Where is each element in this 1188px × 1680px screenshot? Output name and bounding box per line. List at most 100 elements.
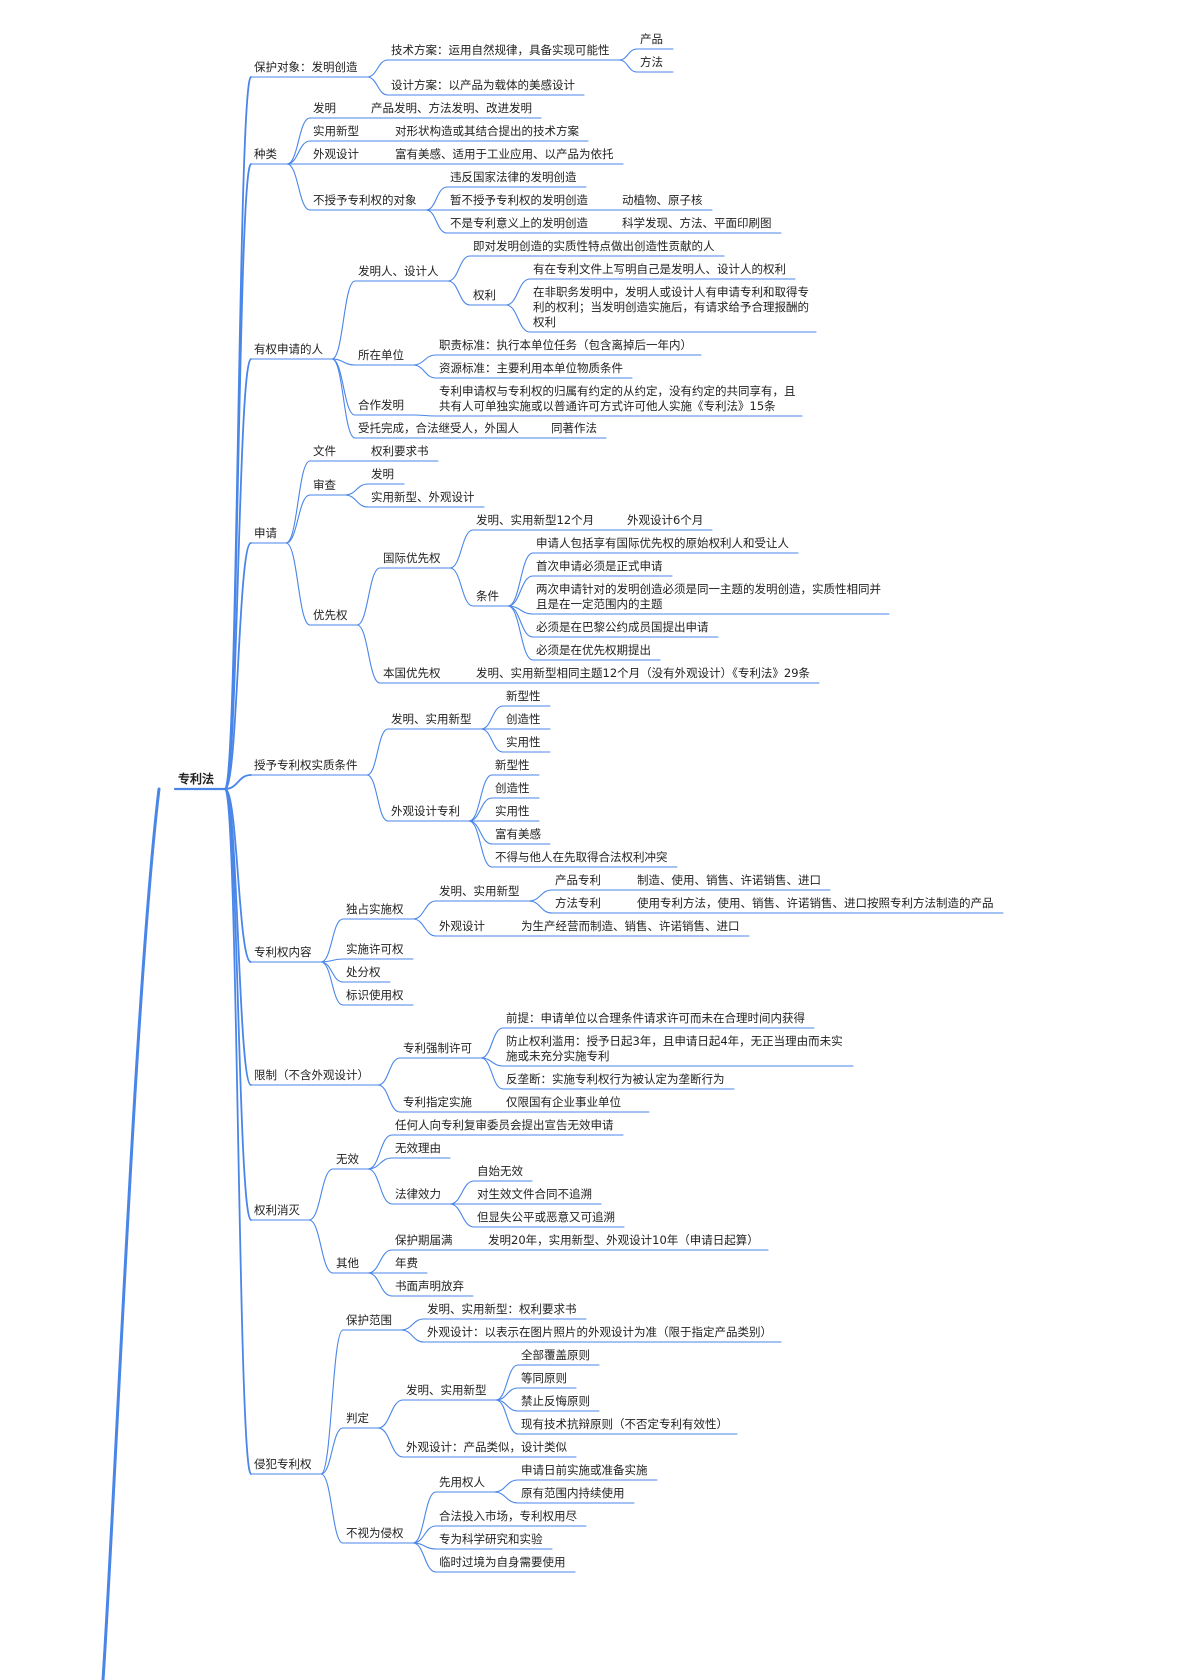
mind-map-node[interactable]: 原有范围内持续使用 xyxy=(521,1486,625,1500)
mind-map-node[interactable]: 必须是在优先权期提出 xyxy=(536,643,651,657)
mind-map-node[interactable]: 受托完成，合法继受人，外国人 xyxy=(358,421,519,435)
mind-map-node[interactable]: 技术方案：运用自然规律，具备实现可能性 xyxy=(391,43,610,57)
mind-map-node[interactable]: 侵犯专利权 xyxy=(254,1457,312,1471)
mind-map-node[interactable]: 新型性 xyxy=(495,758,530,772)
mind-map-node[interactable]: 同著作法 xyxy=(551,421,597,435)
mind-map-node[interactable]: 有在专利文件上写明自己是发明人、设计人的权利 xyxy=(533,262,786,276)
mind-map-node[interactable]: 外观设计：以表示在图片照片的外观设计为准（限于指定产品类别） xyxy=(427,1325,772,1339)
mind-map-node[interactable]: 为生产经营而制造、销售、许诺销售、进口 xyxy=(521,919,740,933)
mind-map-node[interactable]: 审查 xyxy=(313,478,336,492)
mind-map-node[interactable]: 产品 xyxy=(640,32,663,46)
mind-map-node[interactable]: 保护范围 xyxy=(346,1313,392,1327)
mind-map-node[interactable]: 使用专利方法，使用、销售、许诺销售、进口按照专利方法制造的产品 xyxy=(637,896,994,910)
mind-map-node[interactable]: 专为科学研究和实验 xyxy=(439,1532,543,1546)
mind-map-node[interactable]: 发明、实用新型 xyxy=(406,1383,487,1397)
mind-map-node[interactable]: 违反国家法律的发明创造 xyxy=(450,170,577,184)
mind-map-node[interactable]: 即对发明创造的实质性特点做出创造性贡献的人 xyxy=(473,239,715,253)
mind-map-node[interactable]: 防止权利滥用：授予日起3年，且申请日起4年，无正当理由而未实施或未充分实施专利 xyxy=(506,1034,843,1063)
mind-map-node[interactable]: 年费 xyxy=(395,1256,418,1270)
mind-map-node[interactable]: 首次申请必须是正式申请 xyxy=(536,559,663,573)
mind-map-node[interactable]: 资源标准：主要利用本单位物质条件 xyxy=(439,361,623,375)
mind-map-node[interactable]: 国际优先权 xyxy=(383,551,441,565)
mind-map-node[interactable]: 外观设计专利 xyxy=(391,804,460,818)
mind-map-node[interactable]: 独占实施权 xyxy=(346,902,404,916)
mind-map-node[interactable]: 专利指定实施 xyxy=(403,1095,472,1109)
mind-map-node[interactable]: 外观设计：产品类似，设计类似 xyxy=(406,1440,567,1454)
mind-map-node[interactable]: 无效理由 xyxy=(395,1141,441,1155)
mind-map-node[interactable]: 全部覆盖原则 xyxy=(521,1348,590,1362)
mind-map-node[interactable]: 两次申请针对的发明创造必须是同一主题的发明创造，实质性相同并且是在一定范围内的主… xyxy=(536,582,881,611)
mind-map-node[interactable]: 权利消灭 xyxy=(254,1203,300,1217)
mind-map-node[interactable]: 先用权人 xyxy=(439,1475,485,1489)
mind-map-node[interactable]: 保护对象：发明创造 xyxy=(254,60,358,74)
mind-map-node[interactable]: 仅限国有企业事业单位 xyxy=(506,1095,621,1109)
mind-map-node[interactable]: 判定 xyxy=(346,1411,369,1425)
mind-map-node[interactable]: 实用新型 xyxy=(313,124,359,138)
mind-map-node[interactable]: 新型性 xyxy=(506,689,541,703)
mind-map-node[interactable]: 专利权内容 xyxy=(254,945,312,959)
mind-map-node[interactable]: 文件 xyxy=(313,444,336,458)
mind-map-node[interactable]: 动植物、原子核 xyxy=(622,193,703,207)
mind-map-node[interactable]: 发明、实用新型 xyxy=(439,884,520,898)
mind-map-node[interactable]: 对生效文件合同不追溯 xyxy=(477,1187,592,1201)
mind-map-node[interactable]: 富有美感 xyxy=(495,827,541,841)
mind-map-node[interactable]: 无效 xyxy=(336,1152,359,1166)
mind-map-node[interactable]: 不视为侵权 xyxy=(346,1526,404,1540)
mind-map-node[interactable]: 权利要求书 xyxy=(371,444,429,458)
mind-map-node[interactable]: 申请人包括享有国际优先权的原始权利人和受让人 xyxy=(536,536,789,550)
mind-map-node[interactable]: 必须是在巴黎公约成员国提出申请 xyxy=(536,620,709,634)
mind-map-node[interactable]: 方法 xyxy=(640,55,663,69)
mind-map-node[interactable]: 不得与他人在先取得合法权利冲突 xyxy=(495,850,668,864)
mind-map-node[interactable]: 创造性 xyxy=(506,712,541,726)
mind-map-node[interactable]: 有权申请的人 xyxy=(254,342,323,356)
mind-map-node[interactable]: 外观设计6个月 xyxy=(627,513,704,527)
mind-map-node[interactable]: 设计方案：以产品为载体的美感设计 xyxy=(391,78,575,92)
root-node[interactable]: 专利法 xyxy=(178,772,215,786)
mind-map-node[interactable]: 现有技术抗辩原则（不否定专利有效性） xyxy=(521,1417,728,1431)
mind-map-node[interactable]: 但显失公平或恶意又可追溯 xyxy=(477,1210,615,1224)
mind-map-node[interactable]: 发明、实用新型：权利要求书 xyxy=(427,1302,577,1316)
mind-map-node[interactable]: 其他 xyxy=(336,1256,359,1270)
mind-map-node[interactable]: 限制（不含外观设计） xyxy=(254,1068,369,1082)
mind-map-node[interactable]: 发明、实用新型12个月 xyxy=(476,513,595,527)
mind-map-node[interactable]: 等同原则 xyxy=(521,1371,567,1385)
mind-map-node[interactable]: 富有美感、适用于工业应用、以产品为依托 xyxy=(395,147,614,161)
mind-map-node[interactable]: 授予专利权实质条件 xyxy=(254,758,358,772)
mind-map-node[interactable]: 不是专利意义上的发明创造 xyxy=(450,216,588,230)
mind-map-node[interactable]: 发明人、设计人 xyxy=(358,264,439,278)
mind-map-node[interactable]: 禁止反悔原则 xyxy=(521,1394,590,1408)
mind-map-node[interactable]: 实用性 xyxy=(506,735,541,749)
mind-map-node[interactable]: 合法投入市场，专利权用尽 xyxy=(439,1509,577,1523)
mind-map-node[interactable]: 专利强制许可 xyxy=(403,1041,472,1055)
mind-map-node[interactable]: 种类 xyxy=(254,147,277,161)
mind-map-node[interactable]: 标识使用权 xyxy=(346,988,404,1002)
mind-map-node[interactable]: 实用新型、外观设计 xyxy=(371,490,475,504)
mind-map-node[interactable]: 产品专利 xyxy=(555,873,601,887)
mind-map-node[interactable]: 保护期届满 xyxy=(395,1233,453,1247)
mind-map-node[interactable]: 处分权 xyxy=(346,965,381,979)
mind-map-node[interactable]: 外观设计 xyxy=(439,919,485,933)
mind-map-node[interactable]: 临时过境为自身需要使用 xyxy=(439,1555,566,1569)
mind-map-node[interactable]: 发明 xyxy=(371,467,394,481)
mind-map-node[interactable]: 前提：申请单位以合理条件请求许可而未在合理时间内获得 xyxy=(506,1011,805,1025)
mind-map-node[interactable]: 暂不授予专利权的发明创造 xyxy=(450,193,588,207)
mind-map-node[interactable]: 外观设计 xyxy=(313,147,359,161)
mind-map-node[interactable]: 本国优先权 xyxy=(383,666,441,680)
mind-map-node[interactable]: 任何人向专利复审委员会提出宣告无效申请 xyxy=(395,1118,614,1132)
mind-map-node[interactable]: 条件 xyxy=(476,589,499,603)
mind-map-node[interactable]: 制造、使用、销售、许诺销售、进口 xyxy=(637,873,821,887)
mind-map-node[interactable]: 专利申请权与专利权的归属有约定的从约定，没有约定的共同享有，且共有人可单独实施或… xyxy=(439,384,796,413)
mind-map-node[interactable]: 在非职务发明中，发明人或设计人有申请专利和取得专利的权利；当发明创造实施后，有请… xyxy=(533,285,809,329)
mind-map-node[interactable]: 发明、实用新型 xyxy=(391,712,472,726)
mind-map-node[interactable]: 职责标准：执行本单位任务（包含离掉后一年内） xyxy=(439,338,692,352)
mind-map-node[interactable]: 申请日前实施或准备实施 xyxy=(521,1463,648,1477)
mind-map-node[interactable]: 实施许可权 xyxy=(346,942,404,956)
mind-map-node[interactable]: 书面声明放弃 xyxy=(395,1279,464,1293)
mind-map-node[interactable]: 优先权 xyxy=(313,608,348,622)
mind-map-node[interactable]: 所在单位 xyxy=(358,348,404,362)
mind-map-node[interactable]: 发明 xyxy=(313,101,336,115)
mind-map-node[interactable]: 对形状构造或其结合提出的技术方案 xyxy=(395,124,579,138)
mind-map-node[interactable]: 反垄断：实施专利权行为被认定为垄断行为 xyxy=(506,1072,725,1086)
mind-map-node[interactable]: 实用性 xyxy=(495,804,530,818)
mind-map-node[interactable]: 产品发明、方法发明、改进发明 xyxy=(371,101,532,115)
